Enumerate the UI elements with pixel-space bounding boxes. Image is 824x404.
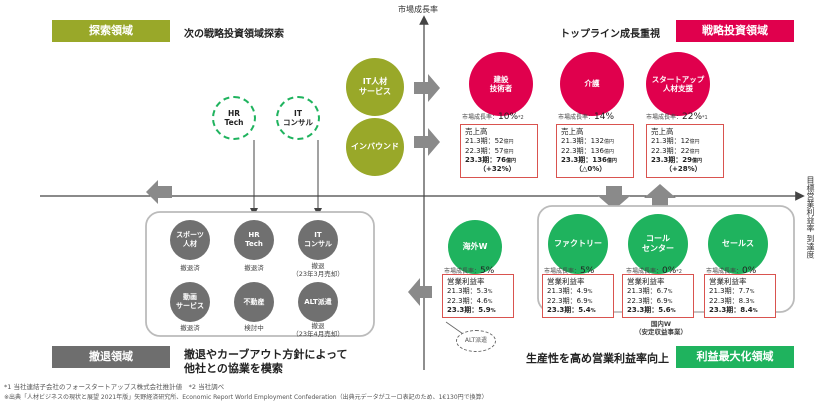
- growth-overseas-w: 市場成長率：5%: [444, 266, 495, 276]
- quadrant-label-exit: 撤退領域: [52, 346, 170, 368]
- profit-box-sales: 営業利益率 21.3期：7.7% 22.3期：8.3% 23.3期：8.4%: [704, 274, 776, 318]
- circle-it-hr-service: IT人材 サービス: [346, 58, 404, 116]
- quadrant-title-profit: 生産性を高め営業利益率向上: [526, 352, 669, 365]
- quadrant-title-explore: 次の戦略投資領域探索: [184, 29, 284, 40]
- status-it-consul: 撤退 （23年3月売却）: [292, 262, 344, 279]
- footnote-2: ※出典「人材ビジネスの現状と展望 2021年版」矢野経済研究所、Economic…: [4, 394, 488, 401]
- circle-overseas-w: 海外W: [448, 220, 502, 274]
- quadrant-title-exit-2: 他社との協業を模索: [184, 362, 283, 375]
- arrow-left-exit: [146, 180, 172, 204]
- arrow-down-kaigo: [598, 186, 630, 210]
- circle-kaigo: 介護: [560, 52, 624, 116]
- circle-exit-sports: スポーツ 人材: [170, 220, 210, 260]
- growth-kaigo: 市場成長率：14%: [558, 112, 615, 122]
- quadrant-label-explore: 探索領域: [52, 20, 170, 42]
- circle-startup: スタートアップ 人材支援: [646, 52, 710, 116]
- arrow-right-it: [414, 74, 440, 102]
- status-realestate: 検討中: [244, 324, 264, 332]
- status-hr-tech: 撤退済: [244, 264, 264, 272]
- growth-call-center: 市場成長率：0%*2: [626, 266, 682, 276]
- sales-box-kaigo: 売上高 21.3期：132億円 22.3期：136億円 23.3期：136億円 …: [556, 124, 634, 178]
- status-sports: 撤退済: [180, 264, 200, 272]
- growth-factory: 市場成長率：5%: [544, 266, 595, 276]
- sales-box-startup: 売上高 21.3期：12億円 22.3期：22億円 23.3期：29億円 （+2…: [646, 124, 724, 178]
- circle-call-center: コール センター: [628, 214, 688, 274]
- circle-exit-it-consul: IT コンサル: [298, 220, 338, 260]
- profit-box-factory: 営業利益率 21.3期：4.9% 22.3期：6.9% 23.3期：5.4%: [542, 274, 614, 318]
- status-video: 撤退済: [180, 324, 200, 332]
- arrow-up-startup: [644, 184, 676, 208]
- profit-box-overseas-w: 営業利益率 21.3期：5.3% 22.3期：4.6% 23.3期：5.9%: [442, 274, 514, 318]
- quadrant-label-profit: 利益最大化領域: [676, 346, 794, 368]
- circle-it-consul-explore: IT コンサル: [276, 96, 320, 140]
- quadrant-title-exit-1: 撤退やカーブアウト方針によって: [184, 348, 348, 361]
- circle-factory: ファクトリー: [548, 214, 608, 274]
- circle-exit-hr-tech: HR Tech: [234, 220, 274, 260]
- quadrant-label-strategic: 戦略投資領域: [676, 20, 794, 42]
- circle-exit-video: 動画 サービス: [170, 282, 210, 322]
- arrow-right-inbound: [414, 128, 440, 156]
- quadrant-title-strategic: トップライン成長重視: [560, 29, 660, 40]
- circle-exit-realestate: 不動産: [234, 282, 274, 322]
- status-alt: 撤退 （23年4月売却）: [292, 322, 344, 339]
- arrow-left-alt: [408, 278, 432, 306]
- footnote-1: *1 当社連結子会社のフォースタートアップス株式会社推計値 *2 当社調べ: [4, 383, 225, 391]
- circle-hr-tech-explore: HR Tech: [212, 96, 256, 140]
- growth-startup: 市場成長率：22%*1: [646, 112, 708, 122]
- sales-box-construction: 売上高 21.3期：52億円 22.3期：57億円 23.3期：76億円 （+3…: [460, 124, 538, 178]
- growth-construction: 市場成長率：10%*2: [462, 112, 524, 122]
- circle-exit-alt: ALT派遣: [298, 282, 338, 322]
- circle-alt-dispatch: ALT派遣: [456, 330, 496, 352]
- circle-sales: セールス: [708, 214, 768, 274]
- circle-construction: 建設 技術者: [469, 52, 533, 116]
- profit-box-call-center: 営業利益率 21.3期：6.7% 22.3期：6.9% 23.3期：5.6%: [622, 274, 694, 318]
- y-axis-label: 市場成長率: [398, 5, 438, 14]
- growth-sales: 市場成長率：0%: [706, 266, 757, 276]
- move-arrows: [146, 74, 676, 306]
- circle-inbound: インバウンド: [346, 118, 404, 176]
- domestic-w-label: 国内W （安定収益事業）: [635, 320, 687, 337]
- x-axis-label: 目標営業利益率 到達度: [806, 176, 815, 259]
